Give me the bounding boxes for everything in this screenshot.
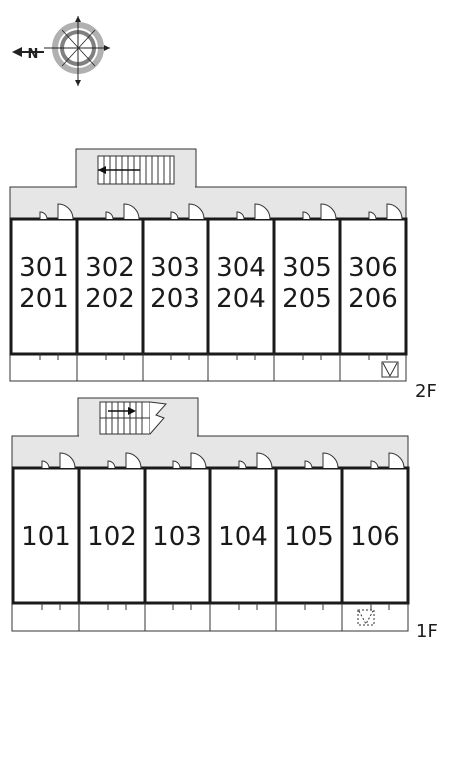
water-heater-icon — [357, 609, 375, 626]
corridor-2f — [9, 186, 407, 222]
compass-rose-icon: N — [12, 16, 110, 86]
unit-number-upper: 301 — [19, 253, 69, 283]
unit-1f-6: 106 — [340, 466, 410, 605]
floor-label-1f: 1F — [416, 621, 438, 642]
balcony-ticks — [41, 603, 390, 631]
unit-2f-6: 306 206 — [338, 217, 408, 356]
unit-number-upper: 303 — [150, 253, 200, 283]
unit-number: 104 — [218, 522, 268, 552]
unit-number-upper: 302 — [85, 253, 135, 283]
unit-number: 103 — [152, 522, 202, 552]
unit-number-upper: 306 — [348, 253, 398, 283]
unit-number-upper: 304 — [216, 253, 266, 283]
staircase-2f-icon — [97, 155, 175, 185]
unit-number: 101 — [21, 522, 71, 552]
unit-1f-3: 103 — [143, 466, 212, 605]
compass-north-letter: N — [28, 47, 39, 62]
unit-number: 102 — [87, 522, 137, 552]
unit-2f-5: 305 205 — [272, 217, 342, 356]
unit-number-lower: 202 — [85, 284, 135, 314]
floor-label-2f: 2F — [415, 381, 437, 402]
unit-2f-3: 303 203 — [141, 217, 210, 356]
unit-number-lower: 201 — [19, 284, 69, 314]
unit-1f-2: 102 — [77, 466, 147, 605]
unit-number: 106 — [350, 522, 400, 552]
unit-1f-1: 101 — [11, 466, 81, 605]
corridor-1f — [11, 435, 409, 471]
unit-number: 105 — [284, 522, 334, 552]
unit-2f-4: 304 204 — [206, 217, 276, 356]
unit-number-upper: 305 — [282, 253, 332, 283]
door-swing-icon — [39, 203, 403, 220]
unit-number-lower: 205 — [282, 284, 332, 314]
door-swing-icon — [41, 452, 405, 469]
balcony-ticks — [39, 353, 388, 381]
unit-2f-2: 302 202 — [75, 217, 145, 356]
floor-1f-block: 101 102 103 104 105 106 — [11, 397, 438, 642]
unit-2f-1: 301 201 — [9, 217, 79, 356]
unit-number-lower: 206 — [348, 284, 398, 314]
unit-number-lower: 204 — [216, 284, 266, 314]
unit-number-lower: 203 — [150, 284, 200, 314]
unit-1f-5: 105 — [274, 466, 344, 605]
water-heater-icon — [381, 361, 399, 378]
staircase-1f-icon — [99, 401, 168, 435]
floor-2f-block: 301 201 302 202 303 203 304 204 305 205 … — [9, 148, 437, 402]
unit-1f-4: 104 — [208, 466, 278, 605]
